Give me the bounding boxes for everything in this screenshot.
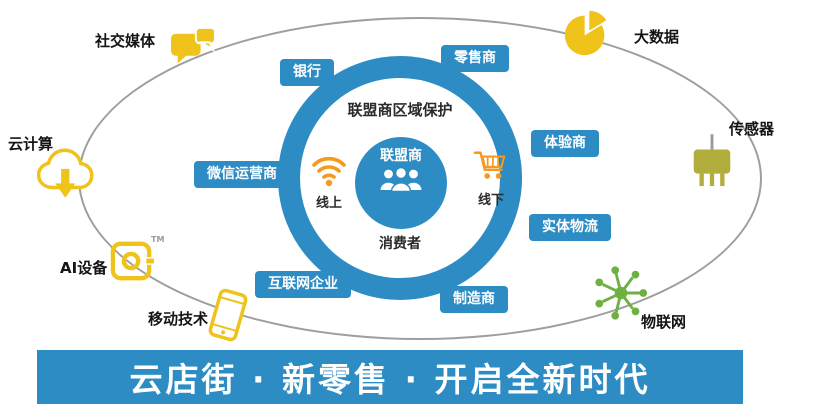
node-label-social-media: 社交媒体 — [95, 32, 156, 50]
people-group-icon — [378, 165, 424, 197]
ring-tag-retailer: 零售商 — [441, 45, 509, 72]
wifi-icon — [309, 156, 349, 191]
shopping-cart-icon — [473, 151, 509, 188]
online-channel: 线上 — [303, 153, 355, 211]
ai-camera-icon — [110, 240, 154, 282]
banner-text: 云店街 · 新零售 · 开启全新时代 — [129, 360, 651, 399]
offline-label: 线下 — [477, 193, 504, 208]
core-circle: 联盟商 — [355, 137, 447, 229]
ring-title: 联盟商区域保护 — [347, 101, 453, 119]
node-label-ai-device: AI设备 — [60, 259, 108, 277]
node-label-big-data: 大数据 — [634, 28, 680, 46]
bottom-banner: 云店街 · 新零售 · 开启全新时代 — [37, 350, 743, 404]
iot-network-icon — [592, 264, 650, 322]
node-label-iot: 物联网 — [641, 313, 687, 331]
chat-bubbles-icon — [170, 27, 216, 71]
ring-tag-bank: 银行 — [280, 59, 334, 86]
trademark-badge: TM — [151, 235, 165, 244]
ring-tag-wechat: 微信运营商 — [194, 161, 290, 188]
offline-channel: 线下 — [465, 148, 517, 208]
cloud-download-icon — [34, 146, 98, 200]
pie-chart-icon — [562, 9, 611, 58]
node-label-sensor: 传感器 — [729, 120, 775, 138]
ring-tag-internet: 互联网企业 — [255, 271, 351, 298]
smartphone-icon — [207, 287, 250, 343]
ring-tag-manufacturer: 制造商 — [440, 286, 508, 313]
core-label: 联盟商 — [380, 148, 422, 164]
ring-tag-experience: 体验商 — [531, 130, 599, 157]
online-label: 线上 — [315, 196, 342, 211]
node-label-mobile-tech: 移动技术 — [148, 310, 209, 328]
sensor-chip-icon — [687, 134, 737, 192]
node-label-cloud-computing: 云计算 — [8, 135, 54, 153]
ring-tag-logistics: 实体物流 — [529, 214, 611, 241]
consumer-label: 消费者 — [379, 236, 421, 252]
